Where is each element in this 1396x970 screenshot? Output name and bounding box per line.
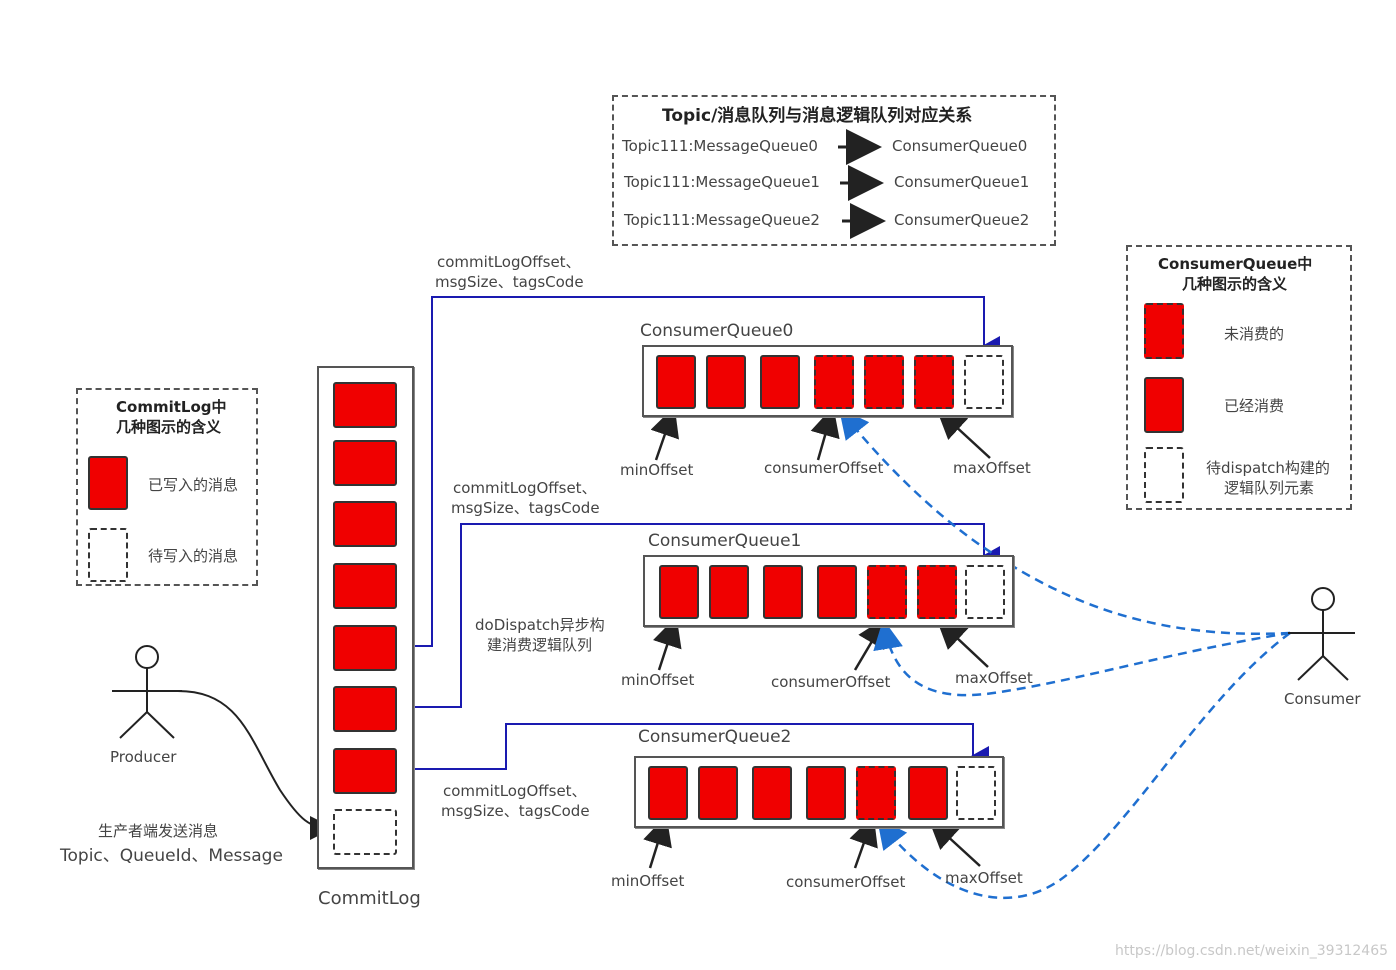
mapping-right-0: ConsumerQueue0 bbox=[892, 137, 1028, 155]
queue2-min-offset: minOffset bbox=[611, 872, 685, 890]
mapping-right-2: ConsumerQueue2 bbox=[894, 211, 1030, 229]
producer-send-curve bbox=[175, 689, 334, 840]
cq-legend-pending-label-1: 待dispatch构建的 bbox=[1206, 459, 1330, 477]
commitlog-msg-3 bbox=[333, 501, 397, 547]
dispatch-label-1: doDispatch异步构 bbox=[475, 616, 605, 634]
commitlog-msg-2 bbox=[333, 440, 397, 486]
queue0-consumed-1 bbox=[656, 355, 696, 409]
queue2-consumed-4 bbox=[806, 766, 846, 820]
commitlog-frame bbox=[317, 366, 414, 869]
queue0-max-offset: maxOffset bbox=[953, 459, 1031, 477]
queue2-consumed-2 bbox=[698, 766, 738, 820]
queue0-frame bbox=[642, 345, 1013, 417]
legend-pending-label: 待写入的消息 bbox=[148, 547, 239, 565]
cq-legend-title-1: ConsumerQueue中 bbox=[1158, 255, 1313, 273]
commitlog-msg-6 bbox=[333, 686, 397, 732]
legend-written-label: 已写入的消息 bbox=[148, 476, 239, 494]
queue1-consumed-3 bbox=[763, 565, 803, 619]
cq-legend: ConsumerQueue中 几种图示的含义 未消费的 已经消费 待dispat… bbox=[1126, 245, 1352, 510]
offset-pointers bbox=[643, 406, 991, 869]
commitlog-msg-5 bbox=[333, 625, 397, 671]
producer-send-line1: 生产者端发送消息 bbox=[98, 822, 219, 840]
producer-label: Producer bbox=[110, 748, 177, 766]
cq-legend-consumed-swatch bbox=[1144, 377, 1184, 433]
queue2-unconsumed-1 bbox=[856, 766, 896, 820]
queue1-unconsumed-1 bbox=[867, 565, 907, 619]
queue1-link-line2: msgSize、tagsCode bbox=[451, 499, 600, 517]
mapping-arrows bbox=[838, 129, 886, 239]
mapping-left-2: Topic111:MessageQueue2 bbox=[624, 211, 820, 229]
mapping-left-0: Topic111:MessageQueue0 bbox=[622, 137, 818, 155]
commitlog-legend-title-2: 几种图示的含义 bbox=[116, 418, 222, 436]
cq-legend-pending-swatch bbox=[1144, 447, 1184, 503]
queue2-consumed-1 bbox=[648, 766, 688, 820]
cq-legend-unconsumed-label: 未消费的 bbox=[1224, 325, 1285, 343]
queue0-min-offset: minOffset bbox=[620, 461, 694, 479]
queue0-name: ConsumerQueue0 bbox=[640, 321, 794, 341]
queue0-unconsumed-2 bbox=[864, 355, 904, 409]
commitlog-msg-1 bbox=[333, 382, 397, 428]
queue0-link-line1: commitLogOffset、 bbox=[437, 253, 581, 271]
queue1-link-line1: commitLogOffset、 bbox=[453, 479, 597, 497]
cq-legend-consumed-label: 已经消费 bbox=[1224, 397, 1285, 415]
mapping-left-1: Topic111:MessageQueue1 bbox=[624, 173, 820, 191]
queue2-name: ConsumerQueue2 bbox=[638, 727, 792, 747]
legend-pending-swatch bbox=[88, 528, 128, 582]
link-to-queue0 bbox=[397, 296, 1000, 647]
producer-send-line2: Topic、QueueId、Message bbox=[60, 846, 283, 866]
queue1-max-offset: maxOffset bbox=[955, 669, 1033, 687]
consumer-label: Consumer bbox=[1284, 690, 1361, 708]
queue1-min-offset: minOffset bbox=[621, 671, 695, 689]
queue2-consumed-5 bbox=[908, 766, 948, 820]
queue0-consumed-3 bbox=[760, 355, 800, 409]
queue1-consumed-2 bbox=[709, 565, 749, 619]
queue1-frame bbox=[643, 555, 1014, 627]
commitlog-msg-7 bbox=[333, 748, 397, 794]
queue2-frame bbox=[634, 756, 1004, 828]
queue2-consumer-offset: consumerOffset bbox=[786, 873, 906, 891]
queue1-consumer-offset: consumerOffset bbox=[771, 673, 891, 691]
legend-written-swatch bbox=[88, 456, 128, 510]
dispatch-label-2: 建消费逻辑队列 bbox=[487, 636, 593, 654]
watermark: https://blog.csdn.net/weixin_39312465 bbox=[1115, 943, 1389, 959]
queue1-consumed-4 bbox=[817, 565, 857, 619]
queue1-consumed-1 bbox=[659, 565, 699, 619]
commitlog-msg-4 bbox=[333, 563, 397, 609]
mapping-title: Topic/消息队列与消息逻辑队列对应关系 bbox=[662, 106, 973, 126]
mapping-panel: Topic/消息队列与消息逻辑队列对应关系 Topic111:MessageQu… bbox=[612, 95, 1056, 246]
queue2-pending bbox=[956, 766, 996, 820]
link-to-queue2 bbox=[397, 723, 989, 770]
cq-legend-title-2: 几种图示的含义 bbox=[1182, 275, 1288, 293]
dispatch-links bbox=[397, 296, 1000, 770]
queue0-unconsumed-3 bbox=[914, 355, 954, 409]
link-to-queue1 bbox=[397, 523, 1000, 708]
queue2-link-line2: msgSize、tagsCode bbox=[441, 802, 590, 820]
queue2-max-offset: maxOffset bbox=[945, 869, 1023, 887]
queue1-pending bbox=[965, 565, 1005, 619]
cq-legend-unconsumed-swatch bbox=[1144, 303, 1184, 359]
commitlog-label: CommitLog bbox=[318, 888, 421, 909]
queue0-consumed-2 bbox=[706, 355, 746, 409]
queue2-consumed-3 bbox=[752, 766, 792, 820]
queue2-link-line1: commitLogOffset、 bbox=[443, 782, 587, 800]
queue0-unconsumed-1 bbox=[814, 355, 854, 409]
queue0-link-line2: msgSize、tagsCode bbox=[435, 273, 584, 291]
queue0-pending bbox=[964, 355, 1004, 409]
queue1-unconsumed-2 bbox=[917, 565, 957, 619]
cq-legend-pending-label-2: 逻辑队列元素 bbox=[1224, 479, 1315, 497]
mapping-right-1: ConsumerQueue1 bbox=[894, 173, 1030, 191]
queue0-consumer-offset: consumerOffset bbox=[764, 459, 884, 477]
queue1-name: ConsumerQueue1 bbox=[648, 531, 802, 551]
commitlog-legend-title-1: CommitLog中 bbox=[116, 398, 227, 416]
commitlog-pending-slot bbox=[333, 809, 397, 855]
commitlog-legend: CommitLog中 几种图示的含义 已写入的消息 待写入的消息 bbox=[76, 388, 258, 586]
